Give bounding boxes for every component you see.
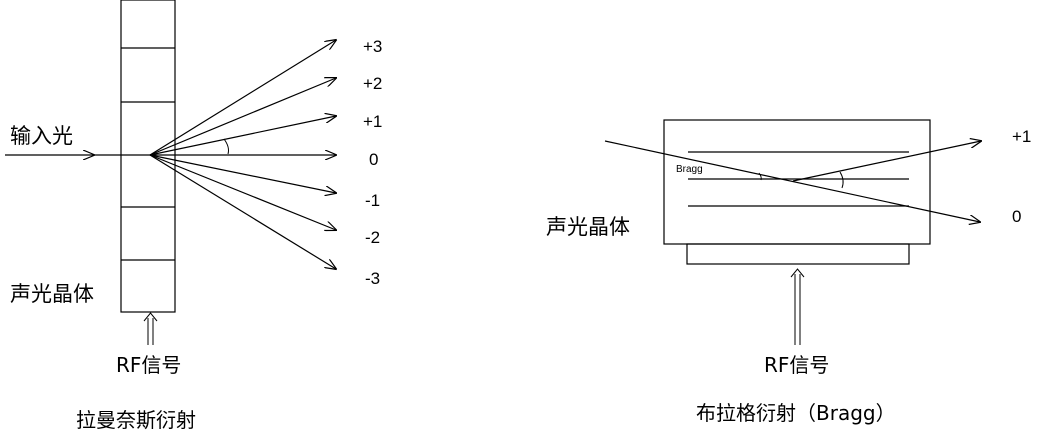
ray-order-plus1 [149,116,336,156]
diffraction-angle-arc [223,138,229,155]
bragg-caption: 布拉格衍射（Bragg） [696,401,896,425]
bragg-diagram: Bragg +1 0 声光晶体 RF信号 布拉格衍射（Bragg） [546,119,1031,425]
raman-nath-rays [149,40,336,269]
ray-order-plus3 [149,40,336,156]
transducer [686,243,910,265]
crystal-outline [120,0,176,313]
raman-nath-crystal-label: 声光晶体 [10,282,94,306]
bragg-order-label: 0 [1012,207,1021,226]
bragg-order-label: +1 [1012,127,1031,146]
order-label: -1 [365,191,380,210]
order-label: -2 [365,228,380,247]
ray-order-minus3 [149,154,336,269]
order-label: 0 [369,150,378,169]
input-light-label: 输入光 [10,124,73,148]
order-label: +2 [363,74,382,93]
bragg-rf-label: RF信号 [764,353,829,377]
bragg-crystal-label: 声光晶体 [546,215,630,239]
bragg-angle-arc-incident [758,172,762,181]
ray-order-plus2 [149,78,336,156]
bragg-rf-arrow [790,268,805,345]
bragg-angle-arc-diffracted [839,171,844,189]
ray-order-minus1 [149,154,336,193]
raman-nath-rf-arrow [143,312,158,345]
order-label: +1 [363,112,382,131]
order-label: +3 [363,37,382,56]
bragg-ray-order-0 [604,140,980,222]
raman-nath-order-labels: +3 +2 +1 0 -1 -2 -3 [363,37,382,288]
bragg-ray-order-plus1 [792,141,981,182]
bragg-angle-label: Bragg [676,164,703,175]
raman-nath-rf-label: RF信号 [116,353,181,377]
order-label: -3 [365,269,380,288]
raman-nath-crystal [120,0,176,313]
raman-nath-caption: 拉曼奈斯衍射 [76,408,196,432]
ray-order-minus2 [149,154,336,230]
raman-nath-diagram: 输入光 +3 +2 +1 0 -1 -2 -3 声光晶体 [5,0,382,432]
bragg-crystal [663,119,931,265]
